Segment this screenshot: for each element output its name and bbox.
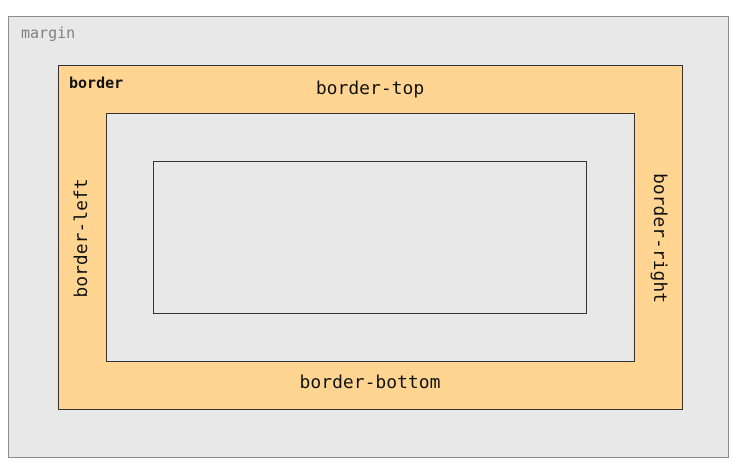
border-top-label: border-top — [315, 78, 425, 99]
border-bottom-label: border-bottom — [299, 372, 441, 393]
margin-label: margin — [21, 24, 76, 42]
content-area — [153, 161, 587, 314]
border-label: border — [69, 74, 124, 92]
border-left-label: border-left — [71, 178, 92, 298]
border-right-label: border-right — [649, 172, 670, 304]
